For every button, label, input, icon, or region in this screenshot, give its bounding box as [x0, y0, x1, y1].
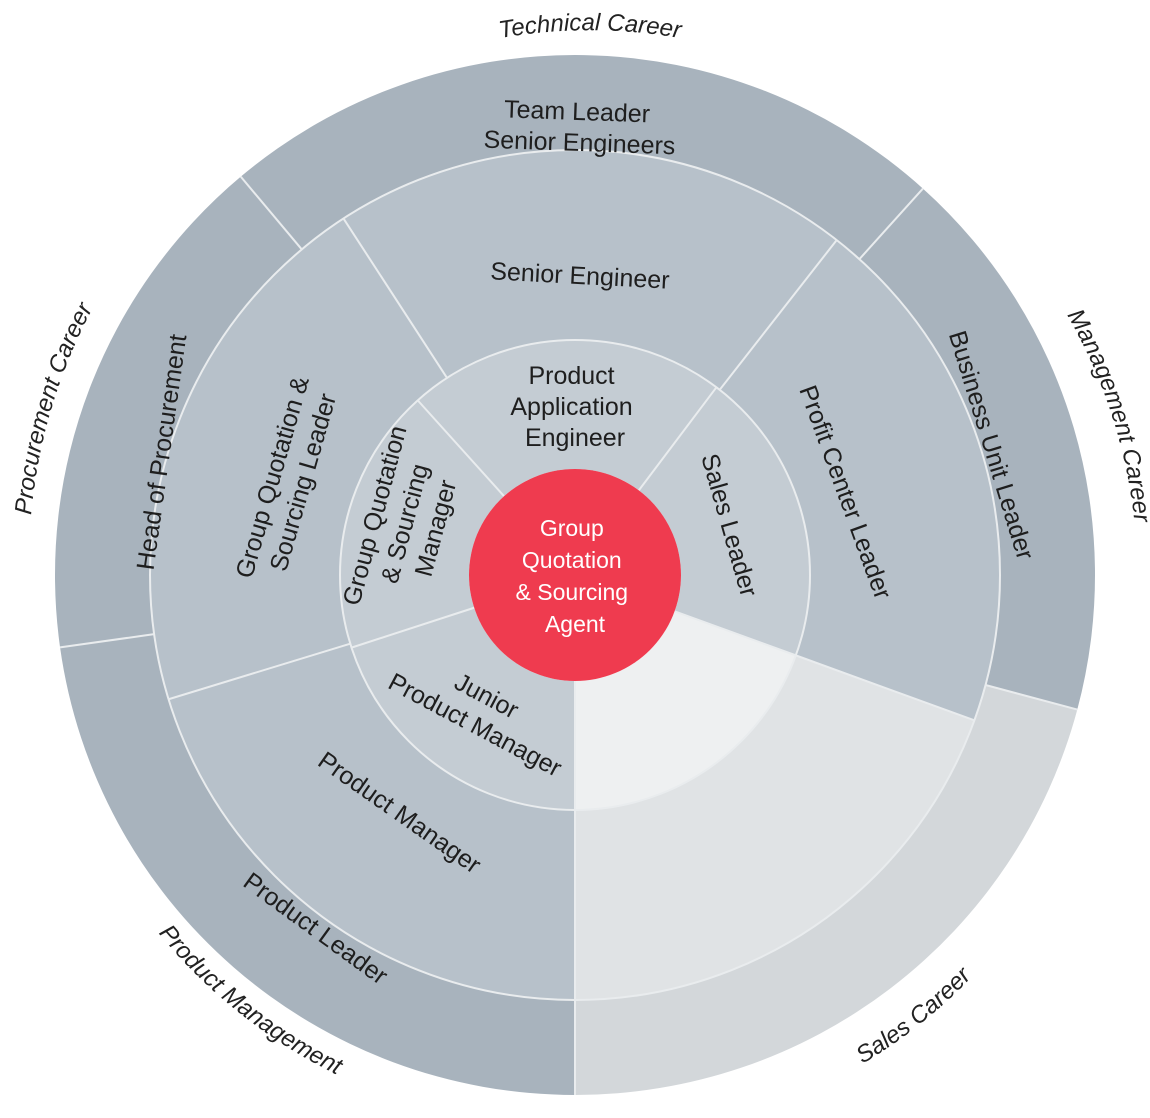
divider-layer [59, 149, 1078, 1095]
inner-ring-sector-technical [417, 340, 717, 497]
middle-ring-sector-procurement [150, 218, 448, 700]
middle-ring-divider [168, 642, 351, 701]
middle-ring-sector-sales [575, 655, 975, 1000]
middle-ring-divider [795, 654, 975, 722]
inner-ring-sector-product [351, 607, 575, 810]
middle-ring-sector-technical [343, 149, 837, 390]
middle-ring-sector-product [168, 643, 575, 1000]
inner-ring-divider [674, 610, 797, 657]
center-label-line-2: Quotation [522, 547, 622, 573]
outer-ring-sector-technical [240, 54, 923, 260]
inner-ring-sector-procurement [340, 400, 505, 648]
career-label-technical: Technical Career [497, 9, 685, 44]
center-label-line-4: Agent [545, 611, 606, 637]
inner-ring-divider [351, 606, 475, 649]
center-label-line-1: Group [540, 515, 604, 541]
center-circle [469, 469, 681, 681]
center-label-line-3: & Sourcing [516, 579, 629, 605]
outer-ring-sector-sales [575, 684, 1078, 1095]
inner-technical-label: Product Application Engineer [510, 362, 639, 452]
inner-ring-sector-sales [575, 611, 796, 810]
outer-ring-divider [239, 176, 303, 251]
outer-ring-sector-management [859, 188, 1095, 710]
outer-technical-label: Team Leader Senior Engineers [483, 95, 677, 161]
outer-ring-divider [985, 684, 1078, 711]
middle-ring-sector-management [719, 240, 1000, 721]
sector-layer [54, 54, 1095, 1095]
outer-ring-divider [858, 187, 924, 260]
inner-ring-divider [637, 386, 718, 491]
outer-ring-sector-product [60, 634, 575, 1095]
center-label: Group Quotation & Sourcing Agent [516, 515, 635, 637]
middle-ring-divider [718, 239, 838, 391]
outer-ring-divider [59, 633, 155, 649]
middle-ring-divider [342, 218, 448, 379]
inner-ring-divider [417, 399, 505, 497]
svg-text:Group Quotation &: Group Quotation & Sourcing Agent [516, 515, 635, 637]
inner-ring-sector-management [638, 387, 810, 656]
outer-ring-sector-procurement [54, 176, 302, 648]
ring-boundary [149, 149, 1001, 1001]
ring-boundary [339, 339, 811, 811]
